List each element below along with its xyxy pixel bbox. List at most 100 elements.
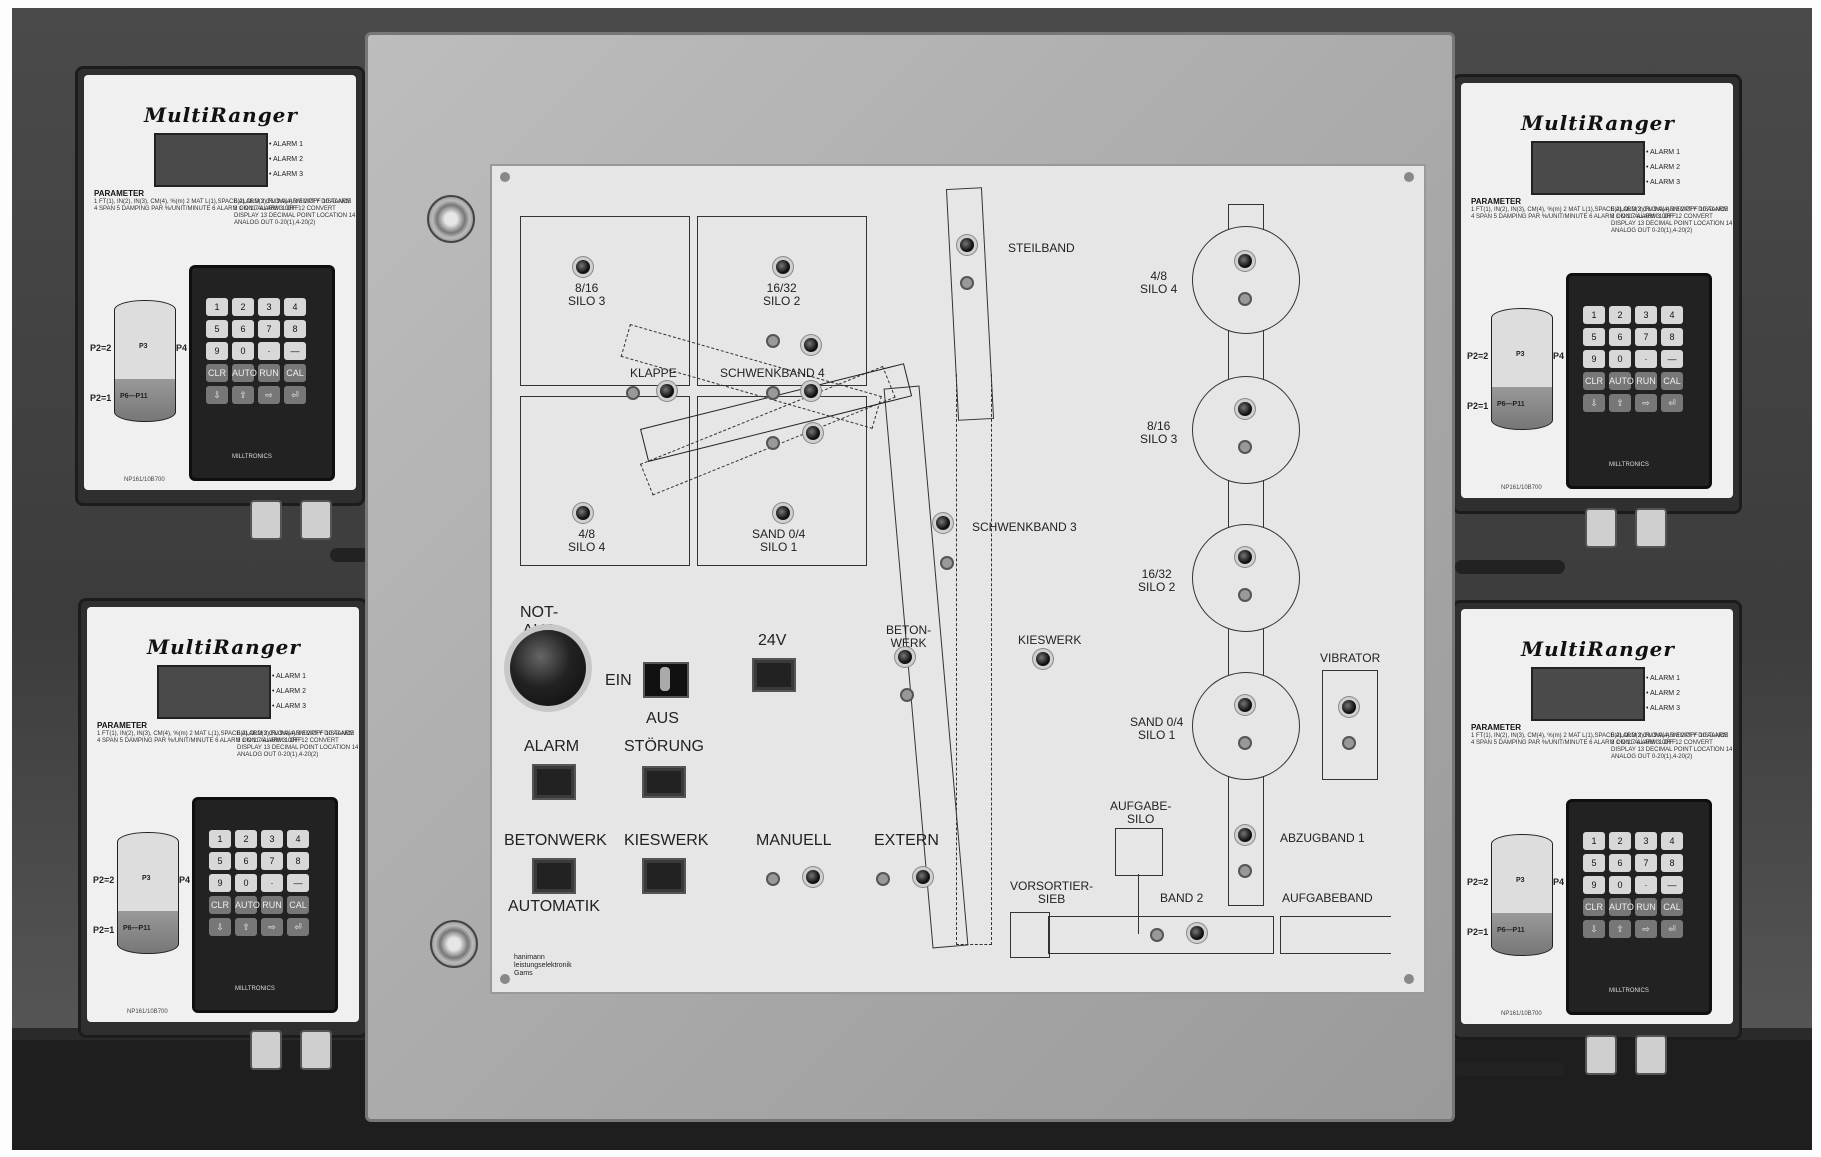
keypad-key[interactable]: ⏎ [1661,920,1683,938]
keypad-key[interactable]: 2 [1609,306,1631,324]
keypad-key[interactable]: 1 [1583,832,1605,850]
keypad-key[interactable]: 4 [1661,306,1683,324]
keypad-key[interactable]: 0 [235,874,257,892]
keypad-key[interactable]: CAL [284,364,306,382]
keypad-key[interactable]: ⇩ [1583,920,1605,938]
keypad-key[interactable]: — [284,342,306,360]
keypad-key[interactable]: 1 [209,830,231,848]
silo2-right-toggle[interactable] [1238,588,1252,602]
keypad-key[interactable]: CLR [1583,372,1605,390]
keypad-key[interactable]: ⇧ [232,386,254,404]
keypad-key[interactable]: 4 [1661,832,1683,850]
keypad-key[interactable]: ⇩ [1583,394,1605,412]
door-lock-icon[interactable] [427,195,475,243]
keypad-key[interactable]: 8 [287,852,309,870]
keypad-key[interactable]: 9 [209,874,231,892]
keypad-key[interactable]: 0 [1609,350,1631,368]
keypad-key[interactable]: 3 [1635,832,1657,850]
vibrator-toggle[interactable] [1342,736,1356,750]
keypad-key[interactable]: · [261,874,283,892]
klappe-toggle[interactable] [626,386,640,400]
keypad-key[interactable]: ⏎ [284,386,306,404]
band2-toggle[interactable] [1150,928,1164,942]
keypad-key[interactable]: · [1635,350,1657,368]
abzugband1-toggle[interactable] [1238,864,1252,878]
keypad-key[interactable]: · [1635,876,1657,894]
keypad-key[interactable]: CLR [209,896,231,914]
keypad-key[interactable]: AUTO [235,896,260,914]
keypad-key[interactable]: 7 [1635,854,1657,872]
keypad-key[interactable]: CLR [206,364,228,382]
keypad-key[interactable]: 5 [1583,854,1605,872]
keypad-key[interactable]: ⇧ [235,918,257,936]
keypad-key[interactable]: 8 [1661,854,1683,872]
keypad-key[interactable]: 0 [1609,876,1631,894]
keypad-key[interactable]: ⇧ [1609,920,1631,938]
emergency-stop-button[interactable] [510,630,586,706]
keypad-key[interactable]: — [287,874,309,892]
schwenkband4-toggle[interactable] [766,334,780,348]
keypad-key[interactable]: 3 [261,830,283,848]
betonwerk-automatik-switch[interactable] [532,858,576,894]
extern-toggle[interactable] [876,872,890,886]
keypad-key[interactable]: 8 [284,320,306,338]
keypad-key[interactable]: 9 [1583,350,1605,368]
keypad-key[interactable]: 2 [235,830,257,848]
keypad-key[interactable]: ⇨ [261,918,283,936]
keypad-key[interactable]: — [1661,876,1683,894]
schwenkband4-toggle-2[interactable] [766,386,780,400]
ein-aus-key-switch[interactable] [643,662,689,698]
keypad-key[interactable]: 8 [1661,328,1683,346]
steilband-toggle[interactable] [960,276,974,290]
schwenkband4-toggle-3[interactable] [766,436,780,450]
silo1-right-toggle[interactable] [1238,736,1252,750]
keypad-key[interactable]: 6 [1609,854,1631,872]
keypad-key[interactable]: AUTO [232,364,257,382]
keypad-key[interactable]: AUTO [1609,372,1634,390]
keypad-key[interactable]: 3 [1635,306,1657,324]
keypad-key[interactable]: ⏎ [287,918,309,936]
keypad-key[interactable]: 5 [1583,328,1605,346]
keypad-key[interactable]: 7 [261,852,283,870]
keypad-key[interactable]: 2 [1609,832,1631,850]
keypad-key[interactable]: 1 [1583,306,1605,324]
keypad-key[interactable]: 6 [1609,328,1631,346]
manuell-toggle[interactable] [766,872,780,886]
keypad-key[interactable]: 5 [209,852,231,870]
keypad-key[interactable]: CAL [1661,898,1683,916]
door-lock-icon[interactable] [430,920,478,968]
keypad-key[interactable]: 4 [284,298,306,316]
keypad-key[interactable]: CAL [1661,372,1683,390]
keypad-key[interactable]: RUN [1635,898,1657,916]
keypad-key[interactable]: ⇨ [1635,920,1657,938]
keypad-key[interactable]: 0 [232,342,254,360]
betonwerk-toggle[interactable] [900,688,914,702]
keypad-key[interactable]: 7 [1635,328,1657,346]
keypad-key[interactable]: ⇧ [1609,394,1631,412]
keypad-key[interactable]: CLR [1583,898,1605,916]
keypad-key[interactable]: 2 [232,298,254,316]
keypad-key[interactable]: ⇩ [209,918,231,936]
schwenkband3-toggle[interactable] [940,556,954,570]
keypad-key[interactable]: ⇩ [206,386,228,404]
kieswerk-switch[interactable] [642,858,686,894]
keypad-key[interactable]: 4 [287,830,309,848]
keypad-key[interactable]: 9 [206,342,228,360]
keypad-key[interactable]: 9 [1583,876,1605,894]
keypad-key[interactable]: 6 [232,320,254,338]
keypad-key[interactable]: 6 [235,852,257,870]
keypad-key[interactable]: 3 [258,298,280,316]
keypad-key[interactable]: 5 [206,320,228,338]
keypad-key[interactable]: RUN [1635,372,1657,390]
keypad-key[interactable]: ⇨ [1635,394,1657,412]
keypad-key[interactable]: ⇨ [258,386,280,404]
silo4-right-toggle[interactable] [1238,292,1252,306]
keypad-key[interactable]: RUN [258,364,280,382]
keypad-key[interactable]: 7 [258,320,280,338]
keypad-key[interactable]: ⏎ [1661,394,1683,412]
keypad-key[interactable]: CAL [287,896,309,914]
keypad-key[interactable]: AUTO [1609,898,1634,916]
keypad-key[interactable]: · [258,342,280,360]
keypad-key[interactable]: — [1661,350,1683,368]
keypad-key[interactable]: 1 [206,298,228,316]
